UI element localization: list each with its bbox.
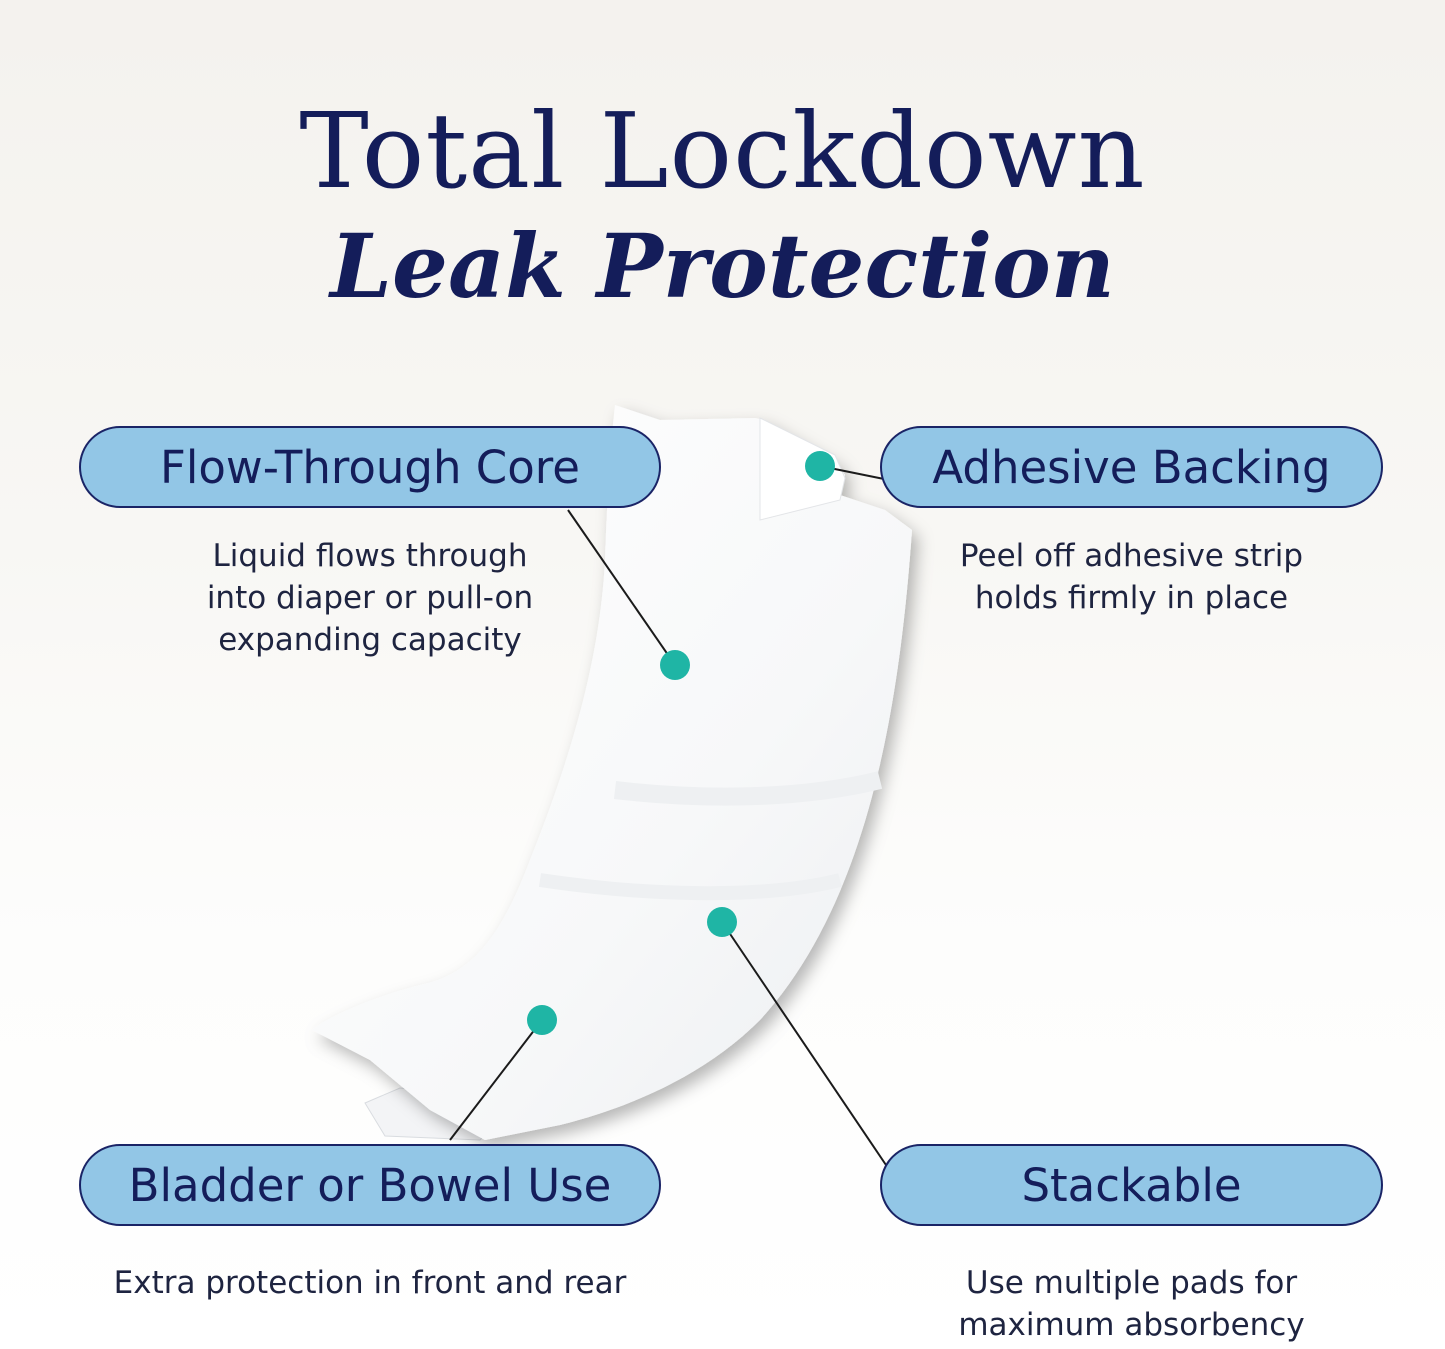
page-title: Total Lockdown [299,90,1146,212]
feature-label: Flow-Through Core [160,440,580,494]
feature-pill-flow-through: Flow-Through Core [79,426,661,508]
leader-line-bladder [449,1019,543,1141]
desc-line: maximum absorbency [958,1307,1305,1343]
desc-line: into diaper or pull-on [206,580,534,616]
desc-line: Liquid flows through [212,538,528,574]
feature-label: Adhesive Backing [932,440,1331,494]
page-subtitle: Leak Protection [330,214,1115,318]
pad-channel [613,771,883,806]
pad-channel [538,873,842,901]
leader-line-adhesive [819,465,885,480]
feature-desc-stackable: Use multiple pads for maximum absorbency [900,1262,1363,1346]
header: Total Lockdown Leak Protection [0,92,1445,318]
marker-dot-flow [660,650,690,680]
pad-body [312,405,912,1140]
desc-line: holds firmly in place [974,580,1289,616]
desc-line: Peel off adhesive strip [959,538,1304,574]
feature-pill-bladder: Bladder or Bowel Use [79,1144,661,1226]
feature-label: Stackable [1021,1158,1242,1212]
feature-desc-adhesive: Peel off adhesive strip holds firmly in … [900,535,1363,619]
adhesive-tab [759,417,846,521]
leader-line-stackable [721,921,887,1166]
pad-rear-tab [364,1087,522,1141]
marker-dot-adhesive [805,451,835,481]
feature-label: Bladder or Bowel Use [128,1158,612,1212]
feature-pill-stackable: Stackable [880,1144,1383,1226]
marker-dot-bladder [527,1005,557,1035]
desc-line: expanding capacity [218,622,522,658]
desc-line: Extra protection in front and rear [113,1265,627,1301]
feature-desc-bladder: Extra protection in front and rear [60,1262,680,1304]
marker-dot-stackable [707,907,737,937]
feature-desc-flow-through: Liquid flows through into diaper or pull… [150,535,590,661]
feature-pill-adhesive: Adhesive Backing [880,426,1383,508]
desc-line: Use multiple pads for [965,1265,1298,1301]
